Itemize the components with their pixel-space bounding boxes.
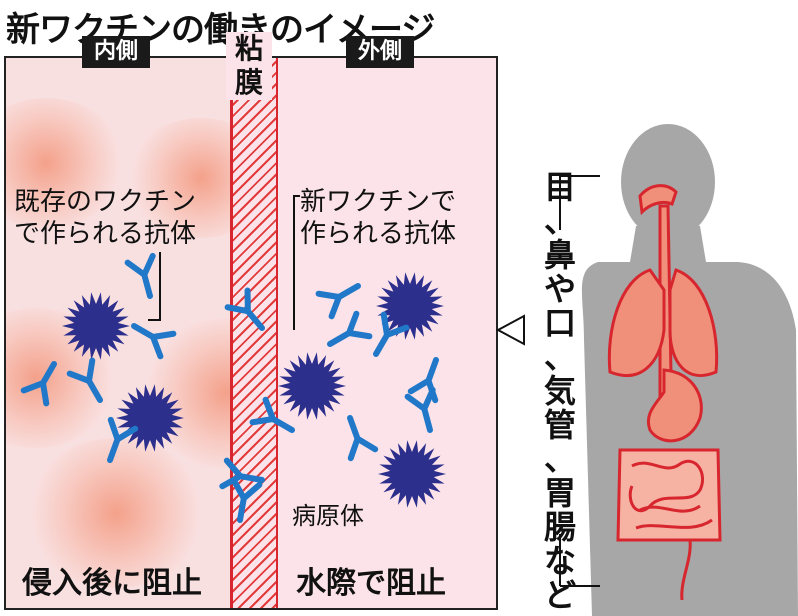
outer-leader-line	[293, 195, 300, 330]
inner-antibody-note-2: で作られる抗体	[14, 219, 197, 249]
glyph: な	[543, 542, 576, 580]
stomach-shape	[647, 368, 703, 443]
right-lung-shape	[668, 268, 719, 377]
glyph: 、	[543, 338, 576, 376]
antibody	[70, 361, 112, 407]
glyph: 、	[543, 440, 576, 478]
antibody	[319, 275, 365, 317]
small-intestine-loop	[635, 504, 713, 530]
inner-region	[6, 58, 230, 608]
nasal-cavity-shape	[638, 184, 678, 216]
glyph: 胃	[543, 474, 576, 512]
pathogen-label: 病原体	[292, 502, 364, 530]
glyph: 膜	[234, 66, 263, 99]
body-callout: 目、鼻や口、気管、胃腸など	[540, 170, 580, 612]
left-lung-shape	[607, 268, 666, 377]
outer-label: 外側	[346, 36, 415, 68]
antibody	[408, 390, 443, 433]
tissue-blob	[26, 438, 206, 588]
mucosa-label-text: 粘膜	[226, 32, 272, 100]
pathogen	[378, 440, 446, 508]
glyph: や	[543, 270, 576, 308]
glyph: 管	[543, 406, 576, 444]
glyph: ど	[543, 576, 576, 614]
callout-bracket	[559, 175, 600, 587]
inner-result: 侵入後に阻止	[22, 566, 202, 601]
body-callout-text: 目、鼻や口、気管、胃腸など	[540, 170, 580, 612]
pathogens-group	[62, 272, 446, 508]
glyph: 目	[543, 168, 576, 206]
inner-label: 内側	[82, 36, 151, 68]
antibody	[324, 314, 370, 356]
inner-leader-line	[148, 252, 161, 321]
pathogen	[376, 272, 444, 340]
callout-pointer	[495, 314, 525, 346]
pathogen	[62, 292, 130, 360]
intestines-shape	[616, 448, 722, 542]
glyph: 気	[543, 372, 576, 410]
inner-antibody-note-1: 既存のワクチン	[14, 187, 197, 217]
antibody	[228, 291, 272, 337]
glyph: 、	[543, 202, 576, 240]
mucosa-label: 粘膜	[226, 32, 272, 100]
glyph: 腸	[543, 508, 576, 546]
diagram-frame	[4, 56, 498, 610]
outer-result: 水際で阻止	[296, 566, 446, 601]
antibody	[128, 256, 163, 299]
glyph: 粘	[234, 32, 263, 65]
pathogen	[278, 352, 346, 420]
pathogen	[116, 384, 184, 452]
antibody	[338, 414, 375, 459]
rectum-shape	[680, 539, 692, 601]
glyph: 口	[543, 304, 576, 342]
antibody	[227, 480, 259, 522]
antibody	[253, 400, 299, 442]
antibody	[24, 358, 66, 404]
glyph: 鼻	[543, 236, 576, 274]
outer-antibody-note-1: 新ワクチンで	[300, 187, 457, 217]
organs-illustration	[607, 184, 722, 601]
outer-antibody-note-2: 作られる抗体	[300, 219, 457, 249]
